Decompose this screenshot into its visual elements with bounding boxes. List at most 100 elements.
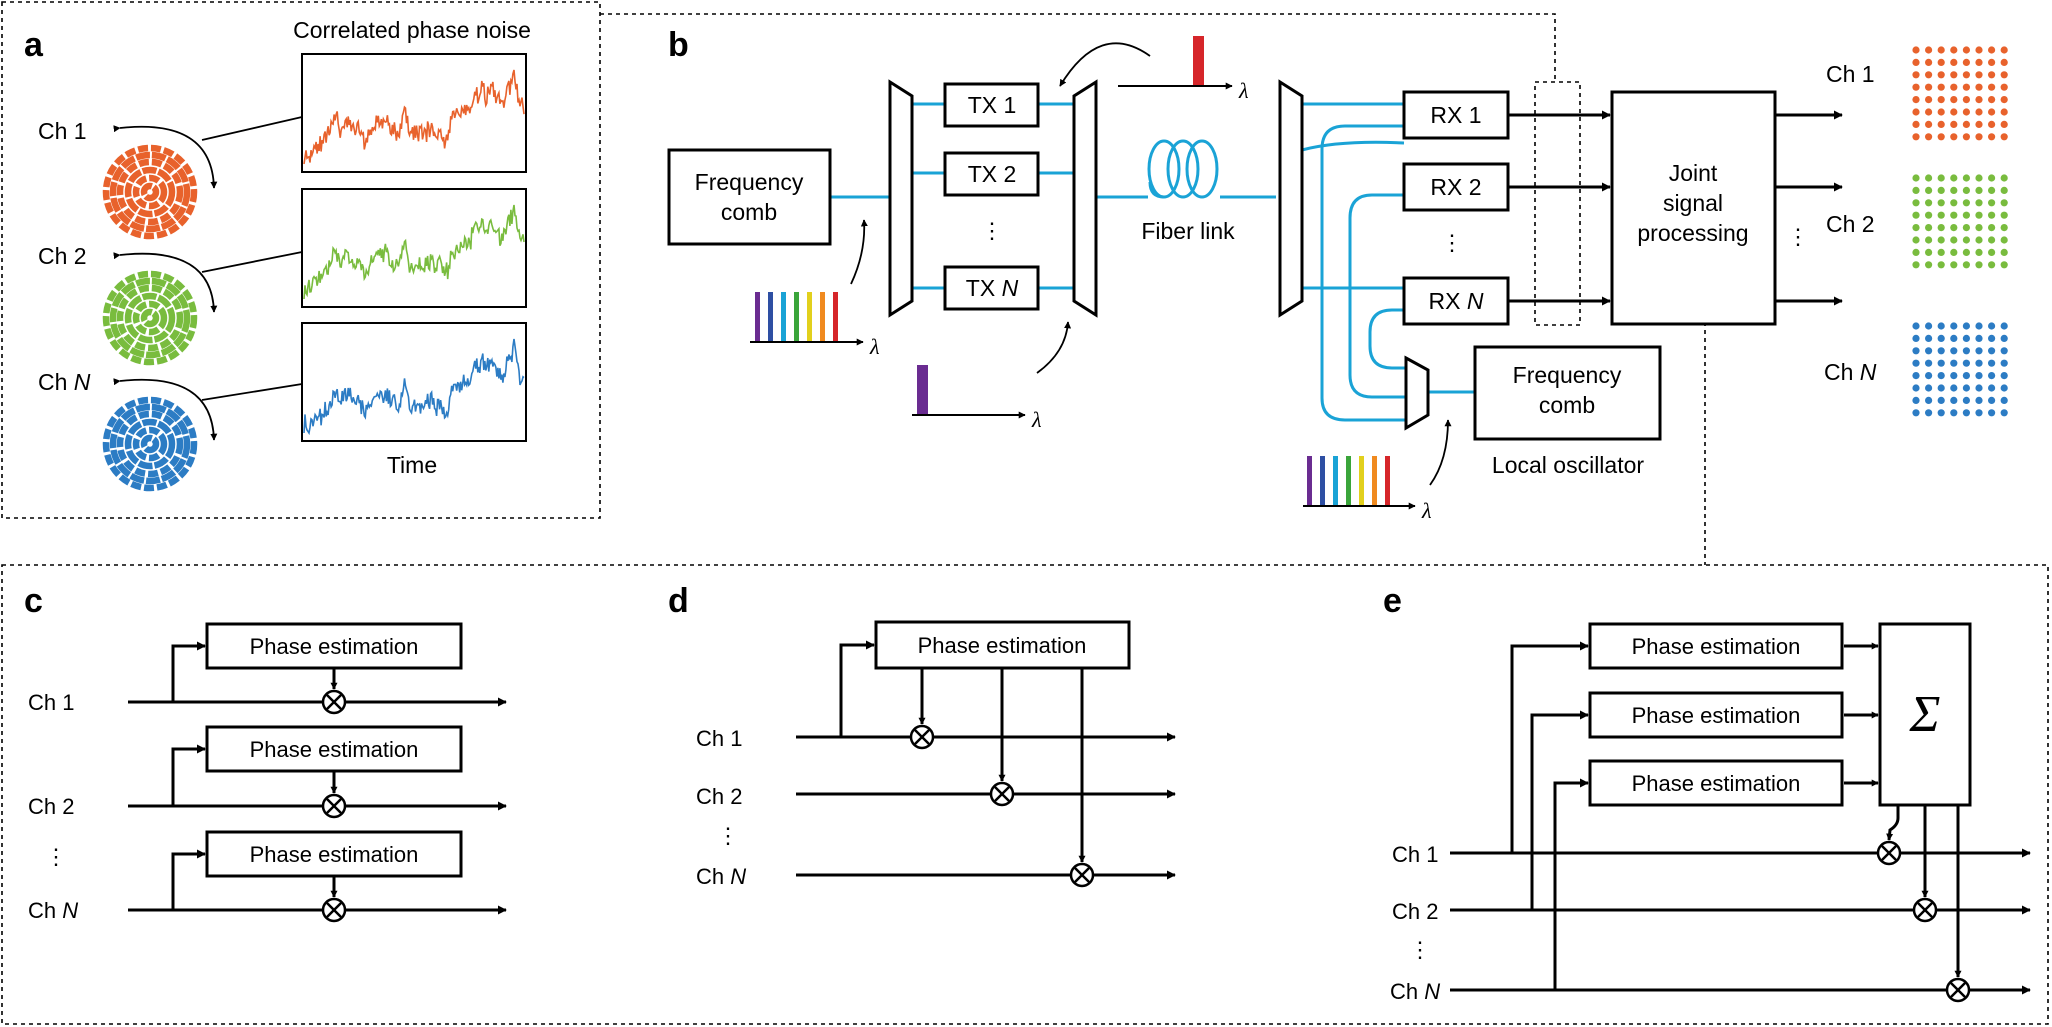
out-ch1-label: Ch 1 xyxy=(1826,61,1875,87)
panel-e-chn-label: Ch N xyxy=(1390,979,1440,1004)
rx-2-label: RX 2 xyxy=(1430,174,1481,200)
panel-e-label: e xyxy=(1383,582,1402,620)
panel-d-label: d xyxy=(668,582,689,620)
rotation-arrow-ch2 xyxy=(113,252,218,313)
rotation-arrow-chn xyxy=(113,378,218,441)
rx-n-label: RX N xyxy=(1429,288,1484,314)
panel-d-multiplier-1 xyxy=(909,724,935,750)
panel-a: a Correlated phase noise Time Ch 1 Ch 2 … xyxy=(24,17,531,492)
panel-c-phase-estimation-n-label: Phase estimation xyxy=(250,842,419,867)
single-line-spectrum-tx: λ xyxy=(912,365,1042,432)
tx-comb-lambda: λ xyxy=(869,334,880,359)
panel-d-ch2-label: Ch 2 xyxy=(696,784,743,809)
noise-title: Correlated phase noise xyxy=(293,17,531,43)
tx-2-label: TX 2 xyxy=(968,161,1017,187)
panel-e: e Phase estimation Phase estimation Phas… xyxy=(1383,582,2031,1004)
panel-a-ch1-label: Ch 1 xyxy=(38,118,87,144)
panel-d-chn-label: Ch N xyxy=(696,864,746,889)
panel-d-vdots: ⋮ xyxy=(717,823,739,848)
panel-e-multiplier-2 xyxy=(1912,897,1938,923)
panel-e-vdots: ⋮ xyxy=(1409,937,1431,962)
rx-1-box xyxy=(1402,90,1510,140)
tx-vdots: ⋮ xyxy=(981,218,1003,243)
constellation-grid-ch2 xyxy=(1912,174,2008,269)
tx-n-label: TX N xyxy=(966,275,1019,301)
panel-d: d Phase estimation Ch 1 Ch 2 ⋮ Ch N xyxy=(668,582,1176,889)
noise-plot-chn xyxy=(301,322,527,442)
noise-plot-ch1 xyxy=(301,53,527,173)
panel-c-multiplier-n xyxy=(321,897,347,923)
constellation-grid-chn xyxy=(1912,322,2008,417)
rx-demultiplexer xyxy=(1278,79,1304,318)
dsp-line1: Joint xyxy=(1669,160,1718,186)
fiber-link-label: Fiber link xyxy=(1141,218,1235,244)
panel-e-multiplier-1 xyxy=(1876,840,1902,866)
tx-comb-line1: Frequency xyxy=(695,169,804,195)
fiber-lines xyxy=(830,102,1475,422)
panel-c-branch-n: Phase estimation xyxy=(128,830,507,923)
panel-c-ch1-label: Ch 1 xyxy=(28,690,75,715)
panel-a-ch2-label: Ch 2 xyxy=(38,243,87,269)
out-ch2-label: Ch 2 xyxy=(1826,211,1875,237)
panel-c-phase-estimation-n xyxy=(205,830,463,878)
constellation-ring-ch1 xyxy=(102,144,198,240)
connector-chn xyxy=(201,383,303,401)
tx-frequency-comb xyxy=(667,148,832,246)
panel-c-chn-label: Ch N xyxy=(28,898,78,923)
panel-d-phase-estimation-label: Phase estimation xyxy=(918,633,1087,658)
lo-demultiplexer xyxy=(1404,355,1430,431)
panel-e-multiplier-n xyxy=(1945,977,1971,1003)
tx-1-box xyxy=(943,82,1040,128)
tx-comb-spectrum: λ xyxy=(750,292,880,359)
panel-a-chn-label: Ch N xyxy=(38,369,91,395)
single-line-spectrum-drop: λ xyxy=(1118,36,1249,103)
panel-d-phase-estimation xyxy=(874,620,1131,670)
panel-e-ch2-label: Ch 2 xyxy=(1392,899,1439,924)
panel-e-phase-estimation-n-label: Phase estimation xyxy=(1632,771,1801,796)
spectrum-arrows xyxy=(850,42,1452,486)
lo-comb-line1: Frequency xyxy=(1513,362,1622,388)
panel-c-phase-estimation-1 xyxy=(205,622,463,670)
panel-d-multiplier-2 xyxy=(989,781,1015,807)
tx-n-box xyxy=(943,265,1040,311)
panel-e-phase-estimation-2-label: Phase estimation xyxy=(1632,703,1801,728)
tx-multiplexer xyxy=(1072,79,1098,318)
noise-trace-ch1 xyxy=(303,69,525,165)
panel-e-phase-estimation-1 xyxy=(1588,622,1844,670)
panel-c-phase-estimation-1-label: Phase estimation xyxy=(250,634,419,659)
lo-frequency-comb xyxy=(1473,345,1662,441)
tx-1-label: TX 1 xyxy=(968,92,1017,118)
tx-comb-line2: comb xyxy=(721,199,777,225)
rotation-arrow-ch1 xyxy=(113,125,218,189)
panel-e-phase-estimation-2 xyxy=(1588,691,1844,739)
panel-c: c Phase estimation Phase estimation Phas… xyxy=(24,582,507,923)
rx-output-arrows xyxy=(1508,110,1843,306)
summation-symbol: Σ xyxy=(1909,686,1941,743)
noise-trace-ch2 xyxy=(303,204,525,300)
out-chn-label: Ch N xyxy=(1824,359,1877,385)
rx-1-label: RX 1 xyxy=(1430,102,1481,128)
panel-c-phase-estimation-2 xyxy=(205,725,463,773)
dsp-line3: processing xyxy=(1637,220,1748,246)
dsp-line2: signal xyxy=(1663,190,1723,216)
panel-c-label: c xyxy=(24,582,43,620)
joint-dsp-box xyxy=(1610,90,1777,326)
panel-d-multiplier-n xyxy=(1069,862,1095,888)
panel-e-phase-estimation-1-label: Phase estimation xyxy=(1632,634,1801,659)
noise-trace-chn xyxy=(303,338,525,436)
panel-c-ch2-label: Ch 2 xyxy=(28,794,75,819)
panel-c-branch-2: Phase estimation xyxy=(128,725,507,819)
panel-b: b Frequency comb xyxy=(667,26,2008,523)
rx-vdots: ⋮ xyxy=(1441,230,1463,255)
connector-ch2 xyxy=(201,251,303,273)
rx-2-box xyxy=(1402,162,1510,212)
noise-plot-ch2 xyxy=(301,188,527,308)
rx-n-box xyxy=(1402,276,1510,326)
panel-a-label: a xyxy=(24,26,44,64)
tx-2-box xyxy=(943,151,1040,197)
constellation-ring-ch2 xyxy=(102,270,198,366)
output-vdots: ⋮ xyxy=(1787,224,1809,249)
panel-c-phase-estimation-2-label: Phase estimation xyxy=(250,737,419,762)
panel-b-label: b xyxy=(668,26,689,64)
